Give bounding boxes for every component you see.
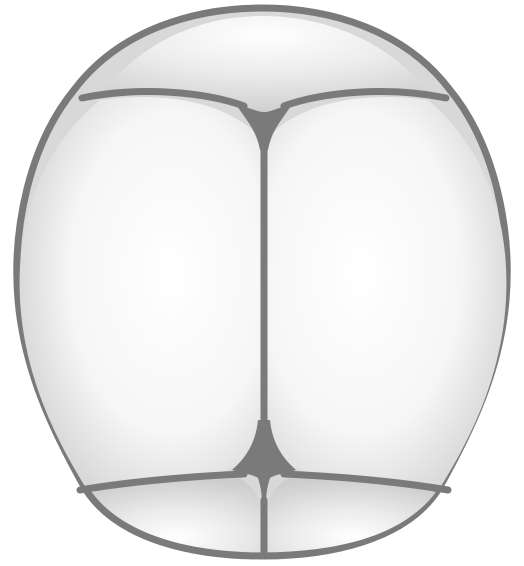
right-lobe-region bbox=[264, 97, 506, 488]
bottom-left-cap-region bbox=[92, 478, 262, 552]
left-lobe-region bbox=[20, 97, 264, 488]
bottom-right-cap-region bbox=[266, 478, 436, 552]
